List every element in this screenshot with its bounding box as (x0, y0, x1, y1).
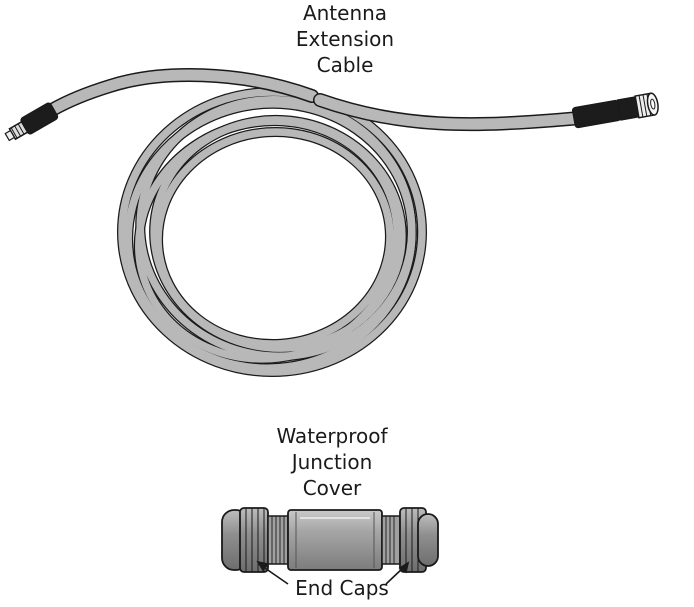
end-caps-label: End Caps (282, 575, 402, 601)
waterproof-junction-cover (221, 507, 439, 585)
end-caps-label-text: End Caps (295, 576, 389, 600)
cable-lead-right (313, 93, 587, 132)
antenna-extension-cable (4, 68, 659, 377)
cover-body (287, 509, 383, 571)
antenna-label-line-3: Cable (316, 53, 374, 77)
junction-label-line-2: Junction (291, 450, 373, 474)
cable-lead-left (45, 68, 319, 117)
junction-label-line-3: Cover (302, 476, 362, 500)
cable-coil (117, 87, 427, 377)
junction-cover-label: Waterproof Junction Cover (252, 423, 412, 501)
antenna-label-line-2: Extension (295, 27, 395, 51)
right-connector (571, 92, 659, 129)
end-cap-right (381, 507, 439, 573)
antenna-cable-label: Antenna Extension Cable (280, 0, 410, 78)
antenna-label-line-1: Antenna (302, 1, 388, 25)
end-caps-leaders (256, 560, 410, 585)
end-cap-left (221, 507, 289, 573)
junction-label-line-1: Waterproof (276, 424, 388, 448)
left-connector (4, 102, 59, 142)
